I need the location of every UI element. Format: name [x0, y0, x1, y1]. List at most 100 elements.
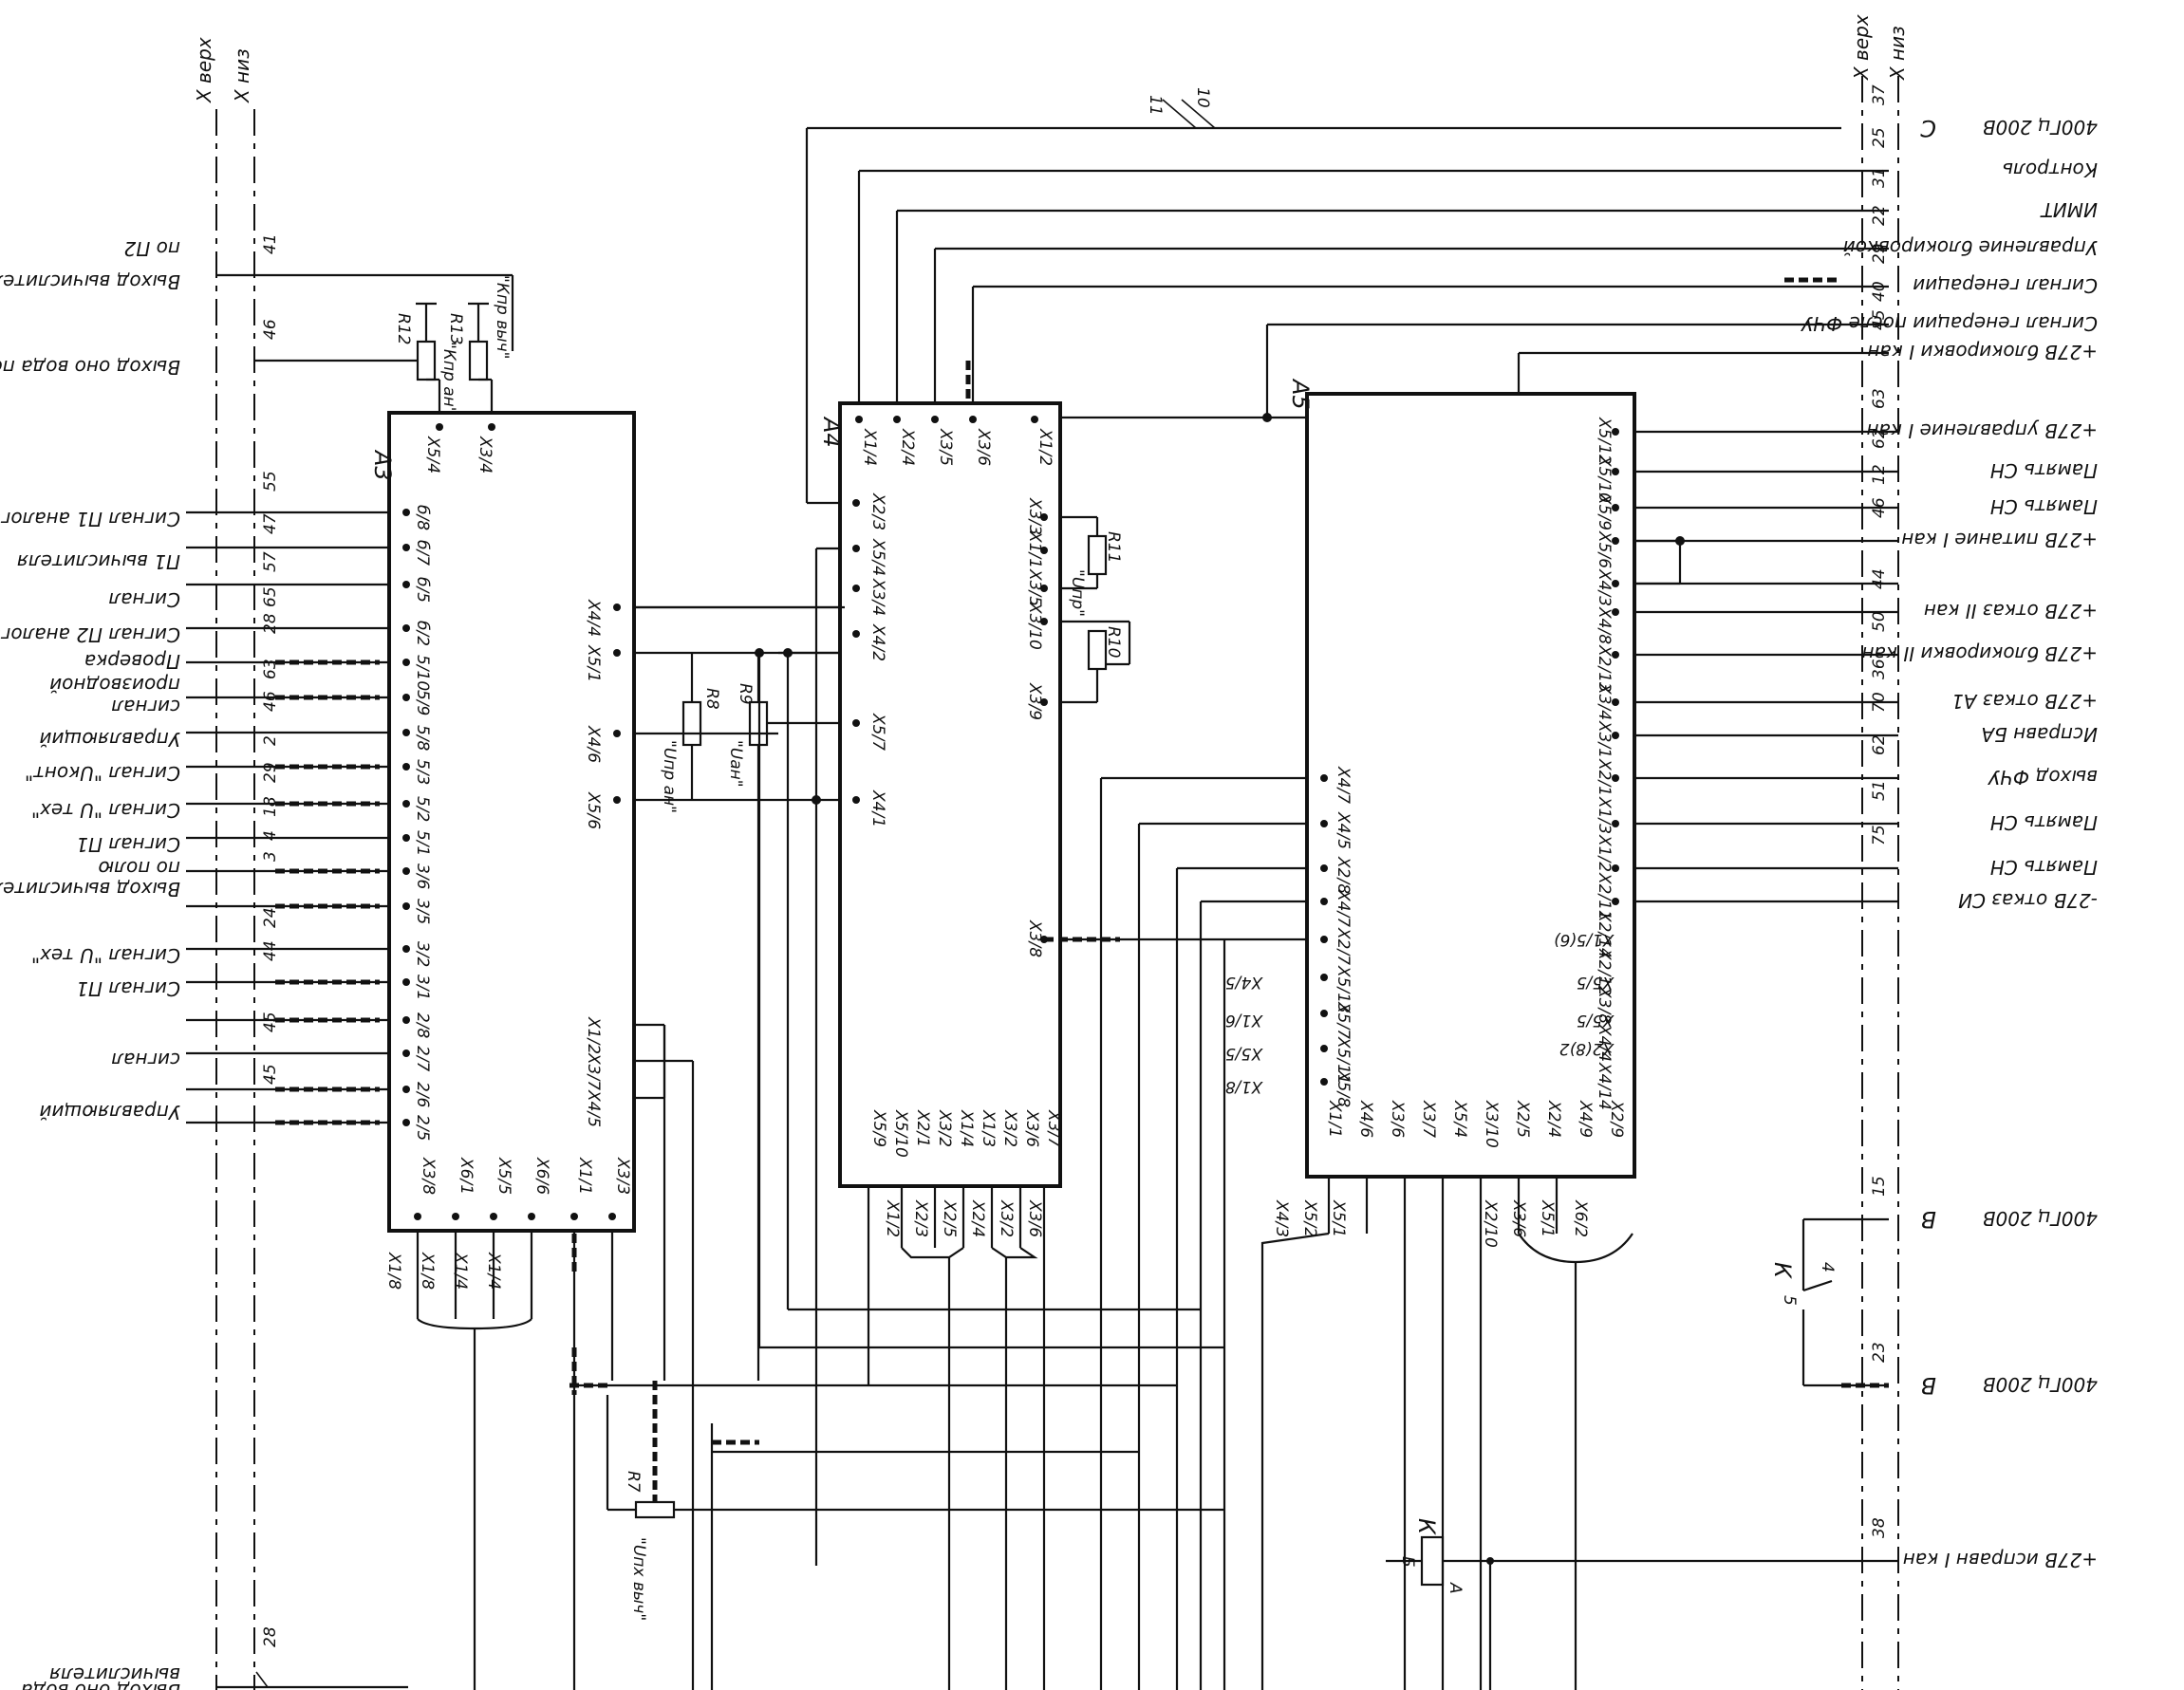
a5-left-pin-label: Х4/7	[1334, 766, 1353, 804]
a5-bottom-pin-label: Х4/9	[1576, 1100, 1595, 1138]
left-signal-number: 65	[261, 586, 280, 607]
left-signal-number: 55	[261, 471, 280, 492]
a4-top-wires: 11 10	[805, 87, 1889, 505]
left-signal-number: 24	[261, 907, 280, 928]
a3-out-pin-label: Х3/7	[584, 1052, 603, 1090]
a4-bottom-bundle	[569, 1186, 1224, 1690]
right-rails: Х верх Х низ	[1850, 14, 1909, 1690]
a5-right-pin-label: Х4/8	[1595, 606, 1614, 644]
left-signal-number: 41	[261, 233, 280, 254]
rail-left-bottom-label: Х низ	[231, 48, 253, 103]
a3-bottom-pin-label: Х1/1	[575, 1157, 594, 1195]
left-signal-number: 2	[261, 735, 280, 746]
left-signal-caption: по полю	[98, 857, 180, 880]
a5-right-pin-label: Х5/10	[1595, 455, 1614, 503]
left-rails: Х верх Х низ	[193, 37, 255, 1690]
bottom-cable-label: Х1/2	[883, 1199, 902, 1237]
bottom-cable-label: Х3/6	[1025, 1199, 1044, 1237]
a3-pin-label: б/2	[413, 621, 432, 646]
bottom-cable-label: Х6/2	[1571, 1199, 1590, 1237]
a5-right-pin-label: Х2/13	[1595, 644, 1614, 693]
a5-left-pin-label: Х5/8	[1334, 1069, 1353, 1107]
a3-pin-label: 5/10	[413, 655, 432, 691]
left-signal-number: 44	[261, 940, 280, 961]
a3-pin-label: 3/6	[413, 864, 432, 890]
left-signal-number: 57	[261, 551, 280, 572]
left-signal-caption: Управляющий	[40, 1101, 181, 1124]
a3-pin-label: 2/8	[413, 1012, 432, 1039]
block-a3-ref: А3	[369, 449, 396, 481]
a4-top-pin-label: Х1/2	[1036, 428, 1055, 466]
a4-left-pin-label: Х2/3	[868, 492, 887, 530]
left-signal-number: 45	[261, 1064, 280, 1085]
relay-switch-k: К	[1769, 1262, 1796, 1279]
a4-bottom-pin-label: Х3/6	[1022, 1109, 1041, 1147]
a4-right-pin-label: Х3/3	[1025, 497, 1044, 535]
bottom-cable-label: Х2/3	[911, 1199, 930, 1237]
a4-bottom-pin-label: Х3/2	[1000, 1109, 1019, 1147]
right-signal-caption: -27В отказ СИ	[1958, 889, 2098, 912]
a3-out-pin-label: Х4/6	[584, 725, 603, 763]
side-cable-label: Х1/5(6)	[1554, 930, 1615, 949]
block-a4-ref: А4	[818, 416, 845, 448]
right-signal-number: 22	[1870, 205, 1889, 226]
right-signal-number: 25	[1870, 127, 1889, 148]
pin-labels: Х2/3Х5/4Х3/4Х4/2Х5/7Х4/1Х3/3Х1/1Х3/5Х3/1…	[384, 416, 1626, 1290]
a3-out-pin-label: Х4/4	[584, 599, 603, 637]
a5-right-pin-label: Х2/11	[1595, 872, 1614, 920]
left-signal-number: 63	[261, 659, 280, 679]
a4-left-pin-label: Х5/4	[868, 538, 887, 576]
right-signal-phase: В	[1921, 1206, 1936, 1233]
relay-k: К Б А 5 4 К	[1386, 1217, 1898, 1690]
r11-note: "Uпр"	[1068, 569, 1087, 617]
r12-label: R12	[394, 313, 413, 344]
a4-bottom-pin-label: Х3/2	[935, 1109, 954, 1147]
a4-bottom-pin-label: Х1/4	[957, 1109, 976, 1147]
a4-right-pin-label: Х3/9	[1025, 682, 1044, 720]
bottom-cable-label: Х1/4	[451, 1252, 470, 1290]
a3-pin-label: 5/1	[413, 830, 432, 856]
a5-left-pin-label: Х2/8	[1334, 856, 1353, 894]
a5-bottom-pin-label: Х4/6	[1356, 1100, 1375, 1138]
relay-k-coil	[1420, 1535, 1445, 1587]
a5-bottom-pin-label: Х2/4	[1544, 1100, 1563, 1138]
a3-pin-label: б/5	[413, 577, 432, 603]
r13-label: R13	[446, 313, 465, 344]
left-signal-caption: сигнал	[111, 696, 180, 718]
bottom-cable-label: Х3/2	[997, 1199, 1016, 1237]
side-cable-label: Х4/5	[1225, 973, 1263, 992]
a5-left-wires	[1044, 776, 1307, 1690]
side-cable-label: Х1/8	[1225, 1077, 1263, 1096]
r11-label: R11	[1104, 531, 1123, 563]
left-signal-caption: по П2	[124, 237, 180, 260]
a5-right-pin-label: Х3/8	[1595, 986, 1614, 1024]
rail-left-top-label: Х верх	[193, 37, 215, 103]
a5-bottom-pin-label: Х3/6	[1388, 1100, 1407, 1138]
a4-left-pin-label: Х4/1	[868, 789, 887, 827]
left-signal-number: 28	[261, 613, 280, 634]
relay-k-b: Б	[1398, 1556, 1417, 1568]
right-signal-number: 51	[1870, 780, 1889, 801]
a5-bottom-pin-label: Х2/5	[1513, 1100, 1532, 1138]
r9-label: R9	[736, 683, 755, 705]
a3-out-pin-label: Х1/2	[584, 1016, 603, 1054]
left-signal-caption: Сигнал "Uконт"	[25, 762, 180, 785]
a3-pin-label: 5/2	[413, 796, 432, 822]
right-signal-caption: выход ФЧУ	[1987, 766, 2098, 789]
a3-pin-label: 5/9	[413, 690, 432, 715]
a4-right-pin-label: Х1/1	[1025, 530, 1044, 568]
block-a5	[1305, 392, 1636, 1179]
left-signal-caption: Проверка	[84, 650, 180, 673]
a4-right-pin-label: Х3/10	[1025, 602, 1044, 650]
right-signal-number: 62	[1870, 428, 1889, 449]
r13-note: "Кпр выч"	[493, 275, 512, 360]
a5-right-pin-label: Х1/3	[1595, 796, 1614, 834]
left-signal-number: 28	[261, 1626, 280, 1647]
a4-bottom-pin-label: Х5/9	[869, 1109, 888, 1147]
left-signal-caption: Сигнал П1 аналога	[0, 508, 180, 530]
left-signal-caption: сигнал	[111, 1049, 180, 1071]
left-signal-caption: Сигнал П2 аналога	[0, 623, 180, 646]
a3-bottom-pin-label: Х5/5	[495, 1157, 513, 1195]
r7-note: "Uпх выч"	[629, 1537, 648, 1621]
